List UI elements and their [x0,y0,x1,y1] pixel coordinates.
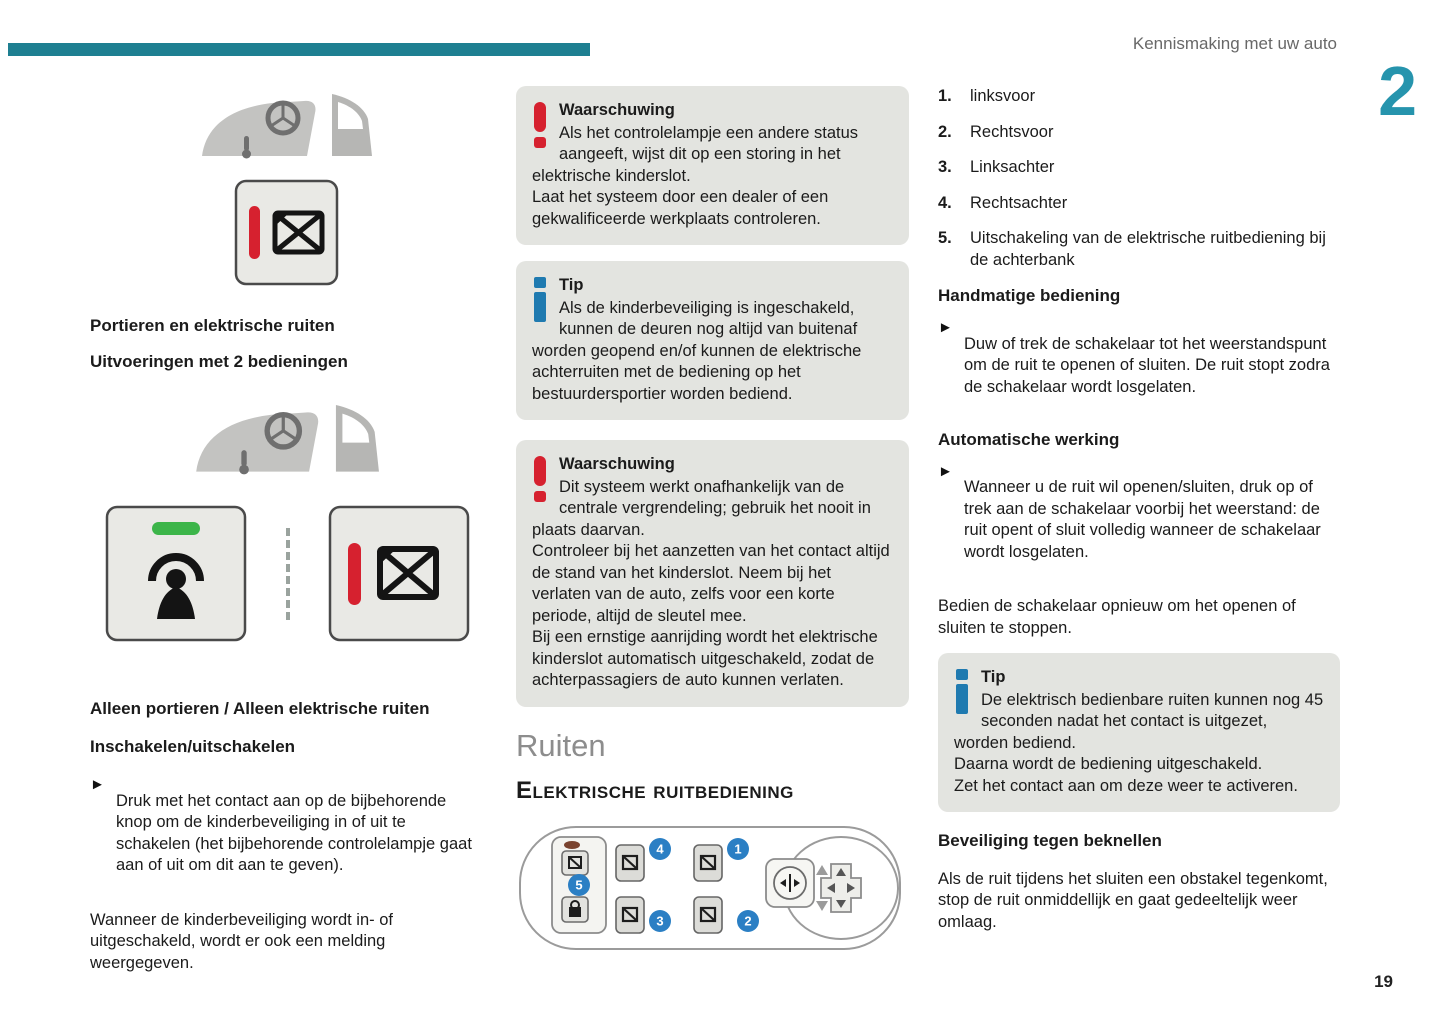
tip-title: Tip [559,276,584,294]
instruction-bullet: ► Duw of trek de schakelaar tot het weer… [938,317,1340,415]
instruction-text: Wanneer u de ruit wil openen/sluiten, dr… [964,478,1321,561]
list-item-number: 1. [938,87,952,105]
callout-2: 2 [744,913,751,928]
bullet-arrow-icon: ► [90,776,105,793]
caption-only-doors: Alleen portieren / Alleen elektrische ru… [90,699,430,718]
car-front-door-diagram-1 [90,86,482,173]
tip-text: De elektrisch bedienbare ruiten kunnen n… [954,690,1324,795]
running-header: Kennismaking met uw auto [1132,34,1337,53]
tip-text: Als de kinderbeveiliging is ingeschakeld… [532,298,862,403]
caption-two-controls: Uitvoeringen met 2 bedieningen [90,352,348,371]
control-buttons-row [90,505,482,642]
warning-icon [533,456,546,502]
heading-enable-disable: Inschakelen/uitschakelen [90,737,296,756]
section-title-windows: Ruiten [516,727,606,763]
paragraph-stop: Bedien de schakelaar opnieuw om het open… [938,597,1296,637]
list-item-label: Uitschakeling van de elektrische ruitbed… [970,229,1326,269]
warning-title: Waarschuwing [559,455,675,473]
car-silhouette-icon [202,94,372,159]
list-item: 1. linksvoor [938,86,1340,108]
warning-text: Dit systeem werkt onafhankelijk van de c… [532,477,890,690]
right-column: 1. linksvoor 2. Rechtsvoor 3. Linksachte… [938,86,1340,950]
chapter-number: 2 [1378,52,1417,130]
list-item-label: linksvoor [970,87,1036,105]
car-silhouette-icon [195,405,379,475]
tip-box-1: Tip Als de kinderbeveiliging is ingescha… [516,261,909,420]
list-item: 5. Uitschakeling van de elektrische ruit… [938,228,1340,271]
bullet-arrow-icon: ► [938,319,953,336]
caption-doors-windows: Portieren en elektrische ruiten [90,316,335,335]
list-item-number: 5. [938,229,952,247]
dashed-divider [285,527,290,620]
list-item-number: 2. [938,122,952,141]
diagram-callouts: 1 2 3 4 5 [568,837,759,932]
list-item-label: Rechtsachter [970,193,1068,212]
warning-box-2: Waarschuwing Dit systeem werkt onafhanke… [516,440,909,707]
heading-automatic-operation: Automatische werking [938,429,1120,449]
list-item-label: Linksachter [970,158,1055,176]
heading-anti-pinch: Beveiliging tegen beknellen [938,831,1162,850]
instruction-bullet: ► Wanneer u de ruit wil openen/sluiten, … [938,461,1340,580]
middle-column: Waarschuwing Als het controlelampje een … [516,86,909,964]
bullet-arrow-icon: ► [938,462,953,480]
window-lockout-button-icon [328,505,470,642]
heading-manual-operation: Handmatige bediening [938,286,1121,305]
window-lockout-button [90,179,482,291]
warning-title: Waarschuwing [559,101,675,119]
accent-top-bar [8,43,590,56]
paragraph-anti-pinch: Als de ruit tijdens het sluiten een obst… [938,869,1328,931]
info-icon [533,277,546,322]
car-front-door-diagram-2 [90,393,482,493]
instruction-text: Druk met het contact aan op de bijbehore… [116,791,472,875]
list-item: 2. Rechtsvoor [938,122,1340,144]
child-lock-button-icon [105,505,247,642]
list-item-number: 4. [938,193,952,212]
instruction-text: Duw of trek de schakelaar tot het weerst… [964,334,1330,396]
door-panel-switches-icon: 1 2 3 4 5 [519,825,901,950]
callout-4: 4 [656,841,664,856]
callout-legend-list: 1. linksvoor 2. Rechtsvoor 3. Linksachte… [938,86,1340,271]
window-lockout-button-icon [234,179,338,286]
info-icon [955,669,968,714]
list-item: 3. Linksachter [938,157,1340,179]
paragraph-message: Wanneer de kinderbeveiliging wordt in- o… [90,910,393,972]
tip-box-2: Tip De elektrisch bedienbare ruiten kunn… [938,653,1340,812]
callout-1: 1 [734,841,741,856]
subsection-title-electric-windows: Elektrische ruitbediening [516,776,794,804]
warning-box-1: Waarschuwing Als het controlelampje een … [516,86,909,245]
callout-3: 3 [656,913,663,928]
callout-5: 5 [575,877,582,892]
warning-text: Als het controlelampje een andere status… [532,123,859,228]
tip-title: Tip [981,668,1006,686]
door-panel-diagram: 1 2 3 4 5 [516,819,909,964]
warning-icon [533,102,546,148]
list-item-number: 3. [938,158,952,176]
left-column: Portieren en elektrische ruiten Uitvoeri… [90,86,482,991]
list-item-label: Rechtsvoor [970,122,1054,141]
instruction-bullet: ► Druk met het contact aan op de bijbeho… [90,774,482,893]
page-number: 19 [1374,972,1393,991]
list-item: 4. Rechtsachter [938,193,1340,215]
